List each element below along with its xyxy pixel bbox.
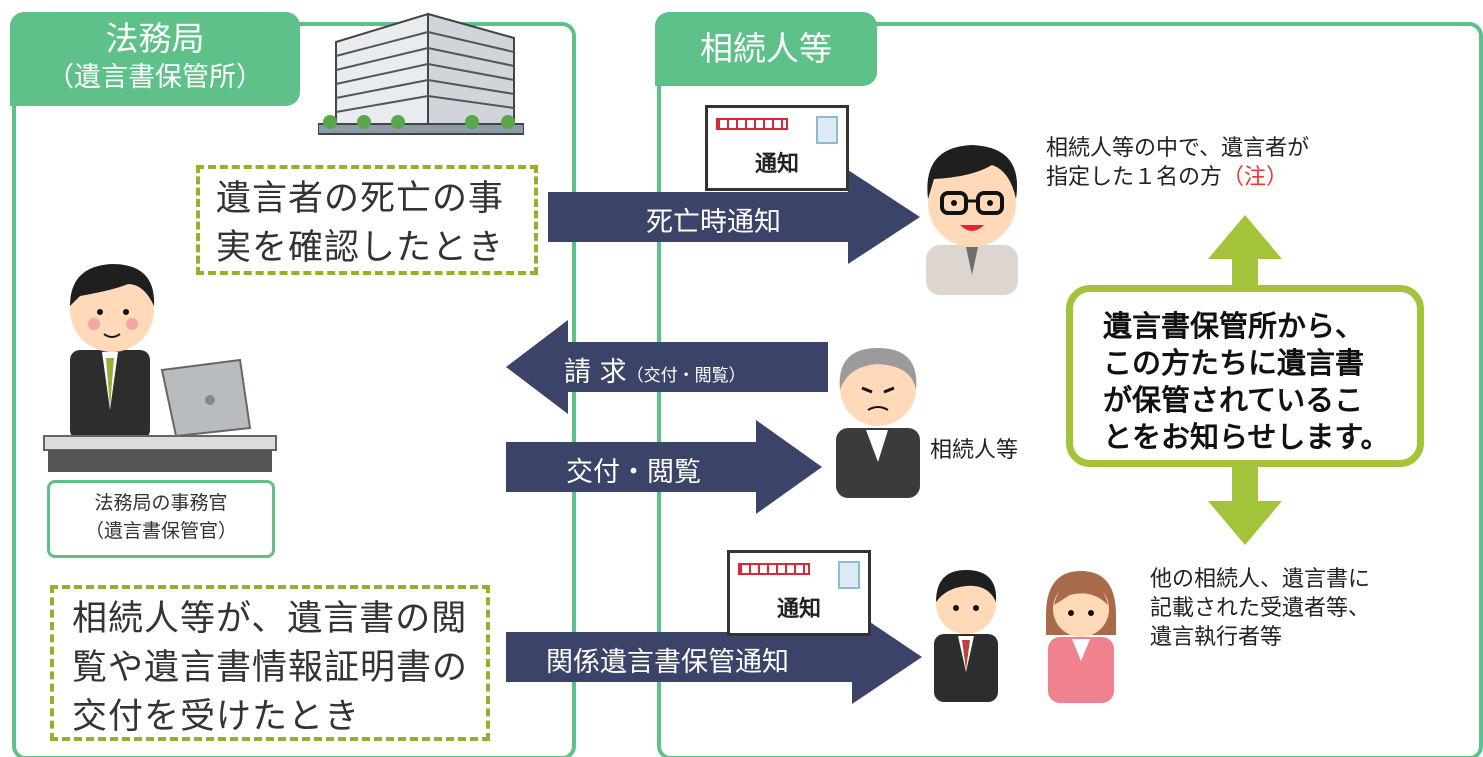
request-arrow xyxy=(506,320,828,414)
request-label: 請 求（交付・閲覧） xyxy=(564,350,746,389)
building-icon xyxy=(318,12,524,135)
trigger-access-line1: 相続人等が、遺言書の閲 xyxy=(72,599,468,639)
callout-line2: この方たちに遺言書 xyxy=(1103,346,1365,380)
stamp-icon xyxy=(838,561,860,589)
envelope-postal-code-boxes xyxy=(716,118,788,130)
designated-recipient-line1: 相続人等の中で、遺言者が xyxy=(1046,136,1310,161)
left-panel-subtitle: （遺言書保管所） xyxy=(47,62,263,93)
trigger-death-box: 遺言者の死亡の事 実を確認したとき xyxy=(196,165,538,275)
officer-caption-line1: 法務局の事務官 xyxy=(94,492,228,514)
other-recipients-text: 他の相続人、遺言書に 記載された受遺者等、 遺言執行者等 xyxy=(1150,565,1470,652)
notification-callout: 遺言書保管所から、 この方たちに遺言書 が保管されているこ とをお知らせします。 xyxy=(1066,285,1424,467)
stamp-icon xyxy=(816,116,838,144)
trigger-access-line3: 交付を受けたとき xyxy=(72,697,361,737)
designated-recipient-note-mark: （注） xyxy=(1222,165,1289,190)
callout-line3: が保管されているこ xyxy=(1103,383,1364,417)
issue-label: 交付・閲覧 xyxy=(566,457,701,488)
designated-person-illustration xyxy=(926,145,1018,295)
trigger-death-line2: 実を確認したとき xyxy=(216,228,505,268)
callout-line4: とをお知らせします。 xyxy=(1103,420,1390,454)
envelope-label-top: 通知 xyxy=(754,152,799,177)
envelope-label-bottom: 通知 xyxy=(776,597,821,622)
envelope-postal-code-boxes xyxy=(738,563,810,575)
notice-envelope-bottom: 通知 xyxy=(727,550,871,636)
others-woman-illustration xyxy=(1046,571,1116,703)
trigger-access-line2: 覧や遺言書情報証明書の xyxy=(72,648,469,688)
left-panel-header: 法務局 （遺言書保管所） xyxy=(10,12,300,106)
officer-caption: 法務局の事務官 （遺言書保管官） xyxy=(47,480,275,558)
callout-line1: 遺言書保管所から、 xyxy=(1103,309,1365,343)
trigger-access-box: 相続人等が、遺言書の閲 覧や遺言書情報証明書の 交付を受けたとき xyxy=(50,585,490,741)
left-panel-title: 法務局 xyxy=(105,19,205,58)
other-recipients-line3: 遺言執行者等 xyxy=(1150,625,1283,650)
trigger-death-line1: 遺言者の死亡の事 xyxy=(216,179,505,219)
request-label-sub: （交付・閲覧） xyxy=(626,366,746,386)
request-label-main: 請 求 xyxy=(564,357,627,388)
designated-recipient-text: 相続人等の中で、遺言者が 指定した１名の方（注） xyxy=(1046,134,1446,192)
death-notice-label: 死亡時通知 xyxy=(646,207,781,238)
right-panel-title: 相続人等 xyxy=(700,29,832,68)
middle-person-illustration xyxy=(836,348,920,498)
middle-recipient-label: 相続人等 xyxy=(930,438,1019,463)
designated-recipient-line2: 指定した１名の方 xyxy=(1046,165,1223,190)
others-man-illustration xyxy=(934,570,998,702)
related-notice-label: 関係遺言書保管通知 xyxy=(546,647,789,678)
officer-at-laptop-illustration xyxy=(43,264,277,472)
other-recipients-line2: 記載された受遺者等、 xyxy=(1150,596,1371,621)
notice-envelope-top: 通知 xyxy=(705,105,849,191)
other-recipients-line1: 他の相続人、遺言書に xyxy=(1150,567,1371,592)
officer-caption-line2: （遺言書保管官） xyxy=(84,520,237,542)
death-notice-arrow xyxy=(548,170,920,264)
right-panel-header: 相続人等 xyxy=(655,12,877,86)
issue-arrow xyxy=(506,420,822,514)
